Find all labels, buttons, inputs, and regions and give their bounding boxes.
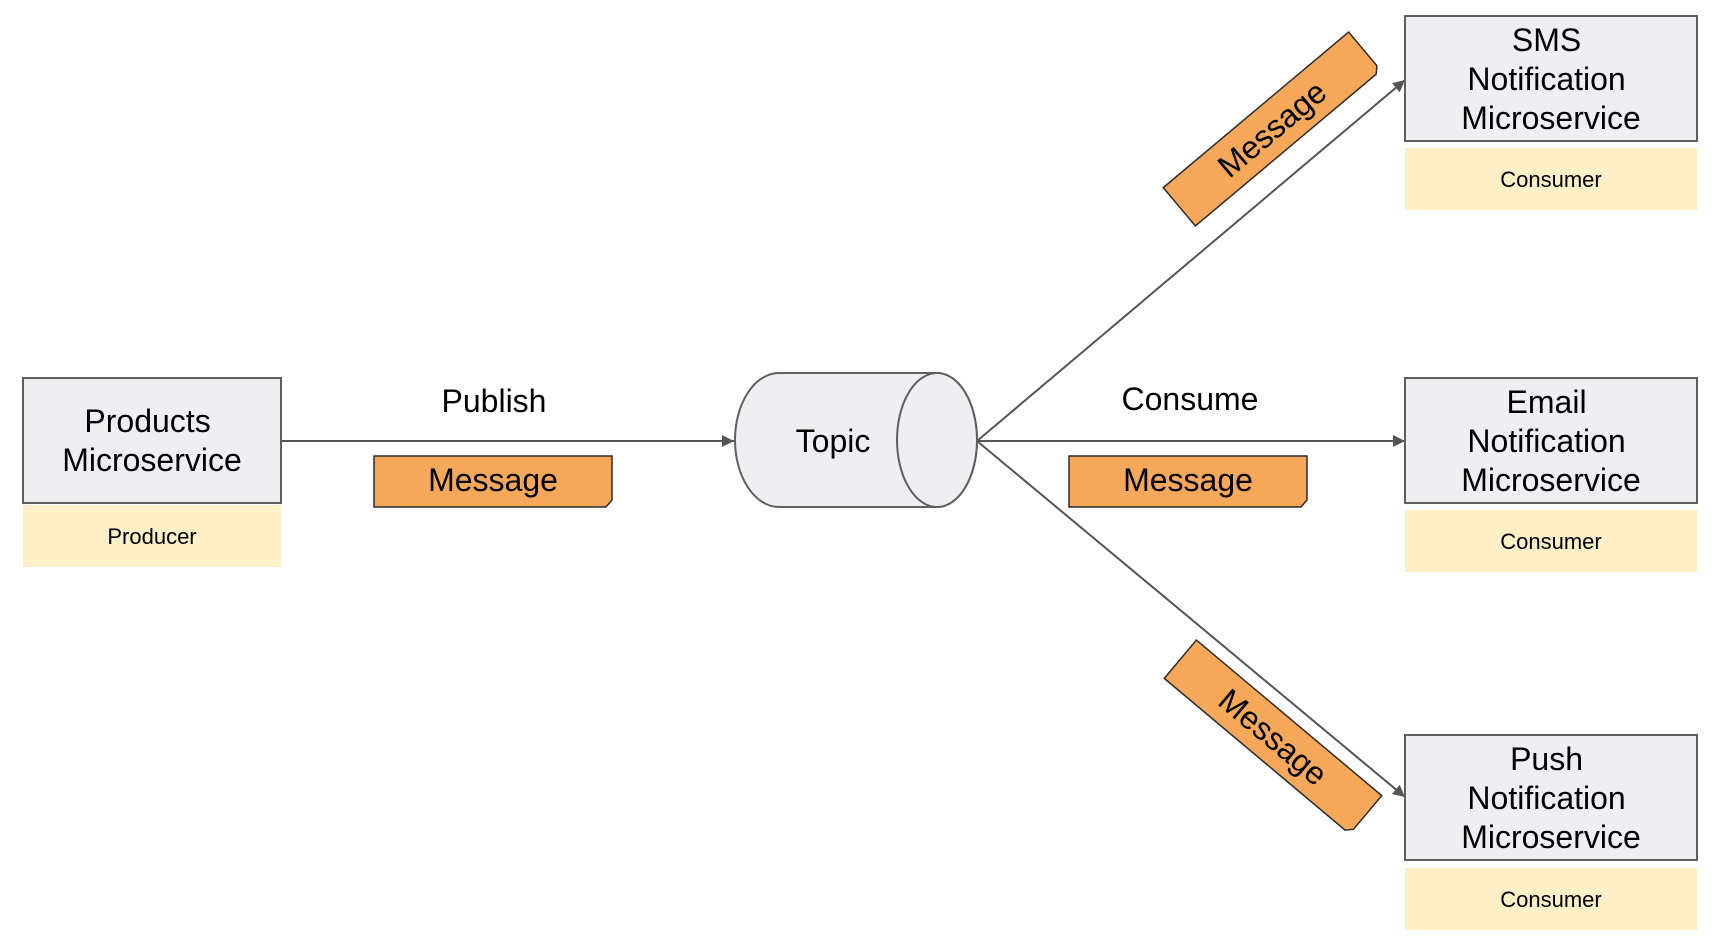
consume-arrow-sms <box>976 79 1406 442</box>
message-note-shape <box>1162 31 1378 227</box>
consumer-role: Consumer <box>1500 887 1601 912</box>
consumer-role: Consumer <box>1500 167 1601 192</box>
producer-title-line: Products <box>84 403 210 439</box>
consumer-box <box>1404 377 1698 504</box>
consumer-title-line: SMS <box>1512 22 1581 58</box>
consumer-title: Email Notification Microservice <box>1461 384 1641 498</box>
consumer-node-email: Email Notification Microservice Consumer <box>1404 377 1698 572</box>
consumer-title-line: Push <box>1510 741 1583 777</box>
consume-message-tag-push: Message <box>1163 639 1383 831</box>
producer-title-line: Microservice <box>62 442 242 478</box>
topic-node: Topic <box>734 372 978 508</box>
consumer-role-band <box>1405 868 1697 930</box>
message-label: Message <box>1123 462 1253 498</box>
consumer-role-band <box>1405 148 1697 210</box>
topic-label: Topic <box>796 423 871 459</box>
consumer-title: Push Notification Microservice <box>1461 741 1641 855</box>
producer-node: Products Microservice Producer <box>22 377 282 567</box>
message-label: Message <box>1212 681 1335 792</box>
consumer-box <box>1404 15 1698 142</box>
message-note-shape <box>1163 639 1383 831</box>
consumer-title-line: Notification <box>1467 423 1625 459</box>
consume-label: Consume <box>1122 381 1259 417</box>
consumer-title-line: Microservice <box>1461 100 1641 136</box>
consume-message-tag-email: Message <box>1068 455 1308 508</box>
consumer-role: Consumer <box>1500 529 1601 554</box>
consumer-title-line: Microservice <box>1461 462 1641 498</box>
consumer-role-band <box>1405 510 1697 572</box>
message-label: Message <box>428 462 558 498</box>
consumer-title-line: Email <box>1507 384 1587 420</box>
publish-label: Publish <box>442 383 547 419</box>
publish-message-tag: Message <box>373 455 613 508</box>
consumer-title: SMS Notification Microservice <box>1461 22 1641 136</box>
message-note-shape <box>373 455 613 508</box>
producer-role-band <box>23 505 281 567</box>
producer-title: Products Microservice <box>62 403 242 478</box>
consume-arrow-push <box>976 440 1406 798</box>
topic-cylinder-end <box>896 372 978 508</box>
consumer-title-line: Notification <box>1467 61 1625 97</box>
consumer-node-push: Push Notification Microservice Consumer <box>1404 734 1698 930</box>
message-note-shape <box>1068 455 1308 508</box>
consumer-box <box>1404 734 1698 861</box>
consumer-title-line: Notification <box>1467 780 1625 816</box>
message-label: Message <box>1211 73 1334 184</box>
consumer-node-sms: SMS Notification Microservice Consumer <box>1404 15 1698 210</box>
connectors <box>281 79 1406 798</box>
consumer-title-line: Microservice <box>1461 819 1641 855</box>
producer-box <box>22 377 282 504</box>
producer-role: Producer <box>107 524 196 549</box>
